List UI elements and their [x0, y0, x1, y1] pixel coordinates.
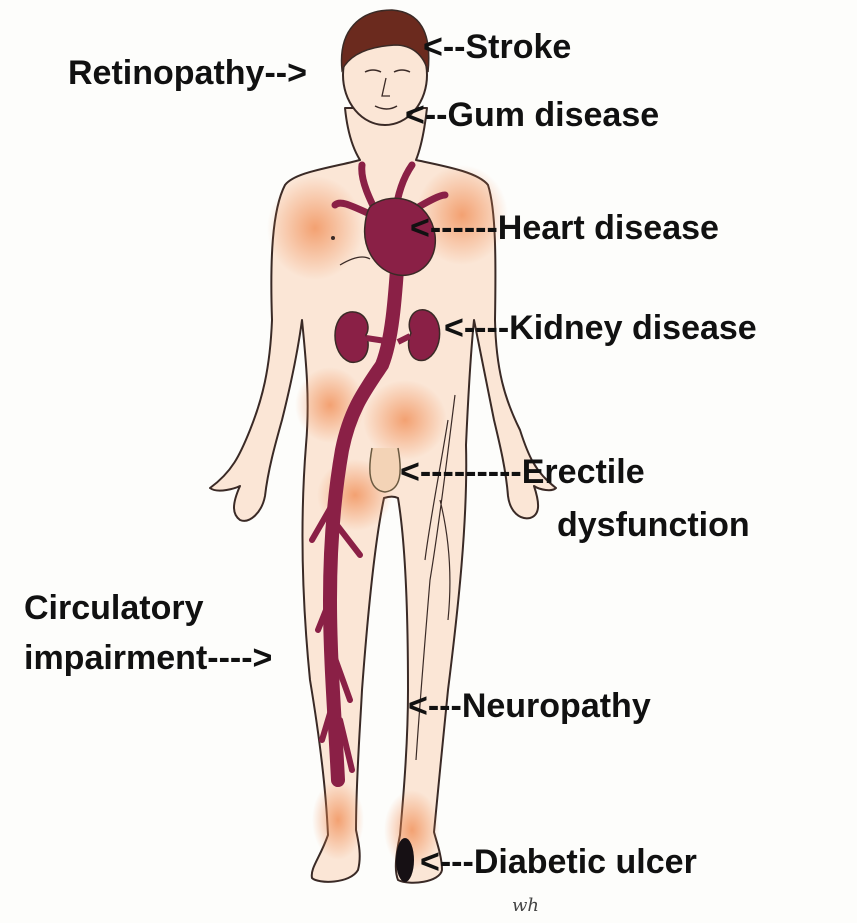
label-neuropathy: <---Neuropathy [408, 686, 651, 726]
ulcer-spot [396, 838, 414, 882]
label-erectile-line2: dysfunction [557, 505, 750, 545]
label-diabetic-ulcer: <---Diabetic ulcer [420, 842, 697, 882]
label-retinopathy: Retinopathy--> [68, 53, 307, 93]
label-circulatory-line1: Circulatory [24, 588, 204, 628]
kidney-left [335, 312, 368, 363]
label-kidney-disease: <----Kidney disease [444, 308, 757, 348]
label-gum-disease: <--Gum disease [405, 95, 659, 135]
genital-outline [370, 448, 400, 492]
label-erectile-line1: <---------Erectile [400, 452, 645, 492]
label-heart-disease: <------Heart disease [410, 208, 719, 248]
label-stroke: <--Stroke [423, 27, 571, 67]
label-circulatory-line2: impairment----> [24, 638, 272, 678]
artist-signature: wh [512, 895, 539, 916]
